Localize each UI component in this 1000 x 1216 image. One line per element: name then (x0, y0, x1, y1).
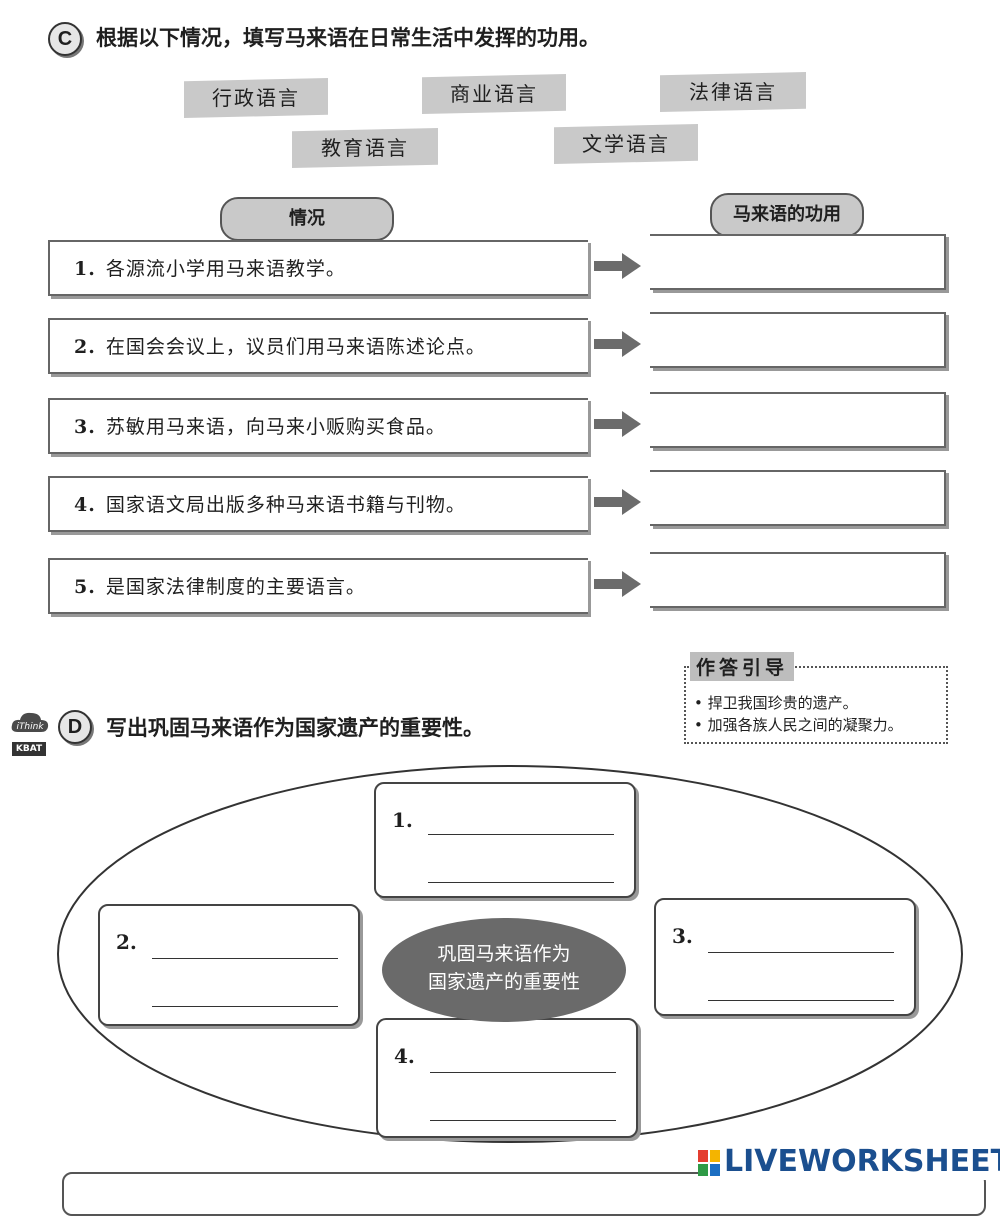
answer-line[interactable] (152, 1006, 338, 1007)
row-number: 2. (74, 336, 96, 358)
answer-line[interactable] (428, 834, 614, 835)
section-d-title: 写出巩固马来语作为国家遗产的重要性。 (106, 716, 484, 740)
answer-box-d3[interactable]: 3. (654, 898, 916, 1016)
chip-education[interactable]: 教育语言 (292, 128, 438, 168)
row-text: 苏敏用马来语，向马来小贩购买食品。 (105, 416, 446, 438)
center-line-2: 国家遗产的重要性 (427, 971, 580, 993)
center-topic: 巩固马来语作为 国家遗产的重要性 (382, 918, 626, 1022)
guide-title: 作答引导 (690, 652, 795, 681)
row-number: 4. (74, 494, 96, 516)
row-number: 1. (74, 258, 96, 280)
answer-box-d2[interactable]: 2. (98, 904, 360, 1026)
chip-literature[interactable]: 文学语言 (554, 124, 698, 164)
answer-box-d1[interactable]: 1. (374, 782, 636, 898)
section-c-title: 根据以下情况，填写马来语在日常生活中发挥的功用。 (96, 26, 600, 50)
watermark: LIVEWORKSHEETS (698, 1144, 1000, 1180)
answer-box-d4[interactable]: 4. (376, 1018, 638, 1138)
answer-guide: 作答引导 • 捍卫我国珍贵的遗产。 • 加强各族人民之间的凝聚力。 (684, 652, 948, 744)
situation-row-5: 5. 是国家法律制度的主要语言。 (48, 558, 588, 614)
answer-box-1[interactable] (650, 234, 946, 290)
situation-row-4: 4. 国家语文局出版多种马来语书籍与刊物。 (48, 476, 588, 532)
row-text: 国家语文局出版多种马来语书籍与刊物。 (105, 494, 466, 516)
answer-box-5[interactable] (650, 552, 946, 608)
chip-administrative[interactable]: 行政语言 (184, 78, 328, 118)
row-number: 3. (74, 416, 96, 438)
arrow-icon (594, 489, 641, 515)
badge-ithink: iThink (16, 722, 44, 732)
cloud-icon: iThink (11, 712, 49, 732)
mind-map-ellipse (57, 765, 963, 1143)
box-number: 3. (672, 924, 693, 948)
header-situation: 情况 (220, 197, 394, 241)
header-function: 马来语的功用 (710, 193, 864, 237)
chip-commercial[interactable]: 商业语言 (422, 74, 566, 114)
section-d-letter: D (58, 710, 92, 744)
arrow-icon (594, 331, 641, 357)
center-line-1: 巩固马来语作为 (437, 943, 571, 965)
answer-line[interactable] (152, 958, 338, 959)
situation-row-2: 2. 在国会会议上，议员们用马来语陈述论点。 (48, 318, 588, 374)
answer-box-4[interactable] (650, 470, 946, 526)
answer-line[interactable] (430, 1120, 616, 1121)
box-number: 1. (392, 808, 413, 832)
answer-line[interactable] (708, 1000, 894, 1001)
answer-box-3[interactable] (650, 392, 946, 448)
badge-kbat: KBAT (12, 742, 46, 756)
row-number: 5. (74, 576, 96, 598)
row-text: 是国家法律制度的主要语言。 (105, 576, 366, 598)
answer-box-2[interactable] (650, 312, 946, 368)
arrow-icon (594, 571, 641, 597)
section-c-letter: C (48, 22, 82, 56)
box-number: 4. (394, 1044, 415, 1068)
row-text: 各源流小学用马来语教学。 (105, 258, 346, 280)
liveworksheets-logo-icon (698, 1150, 720, 1176)
situation-row-1: 1. 各源流小学用马来语教学。 (48, 240, 588, 296)
situation-row-3: 3. 苏敏用马来语，向马来小贩购买食品。 (48, 398, 588, 454)
arrow-icon (594, 253, 641, 279)
answer-line[interactable] (708, 952, 894, 953)
row-text: 在国会会议上，议员们用马来语陈述论点。 (105, 336, 486, 358)
guide-item-1: • 捍卫我国珍贵的遗产。 (694, 694, 858, 712)
box-number: 2. (116, 930, 137, 954)
answer-line[interactable] (428, 882, 614, 883)
watermark-text: LIVEWORKSHEETS (724, 1144, 1000, 1179)
chip-legal[interactable]: 法律语言 (660, 72, 806, 112)
arrow-icon (594, 411, 641, 437)
guide-item-2: • 加强各族人民之间的凝聚力。 (694, 716, 903, 734)
answer-line[interactable] (430, 1072, 616, 1073)
